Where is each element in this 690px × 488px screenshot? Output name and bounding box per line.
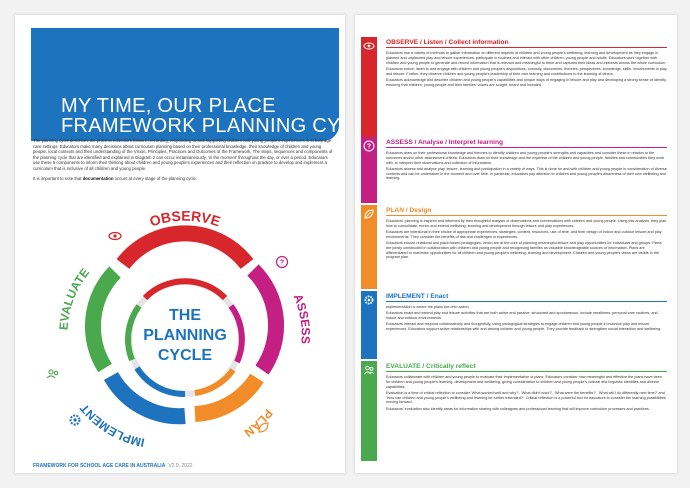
inner-ring-plan [194,368,236,396]
observe-eye-icon [108,231,122,241]
section-assess: ? ASSESS / Analyse / Interpret learning … [361,137,671,203]
intro-text: The planning cycle describes the process… [33,138,333,185]
inner-ring-observe [142,278,228,301]
section-observe-rule [386,47,667,48]
section-evaluate-rule [386,371,667,372]
cycle-center-line3: CYCLE [158,347,213,364]
section-observe-heading: OBSERVE / Listen / Collect information [386,39,509,46]
section-plan-heading: PLAN / Design [386,207,432,214]
right-page: OBSERVE / Listen / Collect information E… [355,15,677,473]
section-observe-paragraph: Educators acknowledge and describe child… [386,77,667,87]
section-observe-paragraph: Educators use a variety of methods to ga… [386,51,667,65]
eye-icon [363,42,375,50]
intro-note-bold: documentation [82,175,114,181]
section-plan-bar [361,205,377,289]
evaluate-arc [84,266,121,373]
footer-title: FRAMEWORK FOR SCHOOL AGE CARE IN AUSTRAL… [33,463,166,469]
section-evaluate: EVALUATE / Critically reflect Educators … [361,361,671,461]
implement-arc [104,371,186,425]
svg-text:?: ? [280,260,284,267]
page-title-line1: MY TIME, OUR PLACE [61,95,276,117]
stage-label-plan: PLAN [242,406,276,439]
section-evaluate-bar [361,361,377,461]
section-observe-bar [361,37,377,137]
section-assess-rule [386,147,667,148]
stage-label-observe: OBSERVE [148,208,223,230]
section-evaluate-paragraph: Evaluation is a time of critical reflect… [386,390,666,405]
section-plan-paragraph: Educators' planning is inspired and info… [386,219,667,228]
section-implement-body: Implementation is where the plans turn i… [386,305,667,333]
section-plan-paragraph: Educators are intentional in their choic… [386,230,662,239]
stage-label-assess: ASSESS [291,292,313,344]
assess-question-icon: ? [275,255,289,269]
inner-ring-evaluate [125,304,142,362]
page-title-line2: FRAMEWORK PLANNING CYCLE [61,115,345,137]
intro-paragraph: The planning cycle describes the process… [33,138,333,171]
left-page: MY TIME, OUR PLACE FRAMEWORK PLANNING CY… [15,15,345,473]
section-assess-paragraph: Educators assess and analyse play, leisu… [386,166,667,181]
section-implement-paragraph: Implementation is where the plans turn i… [386,305,470,309]
section-plan-body: Educators' planning is inspired and info… [386,219,667,262]
title-banner: MY TIME, OUR PLACE FRAMEWORK PLANNING CY… [31,28,345,141]
section-assess-paragraph: Educators draw on their professional kno… [386,151,665,165]
section-assess-body: Educators draw on their professional kno… [386,151,667,183]
leaf-icon [364,209,374,219]
intro-note-before: It is important to note that [33,175,83,181]
section-implement-paragraph: Educators interact and respond collabora… [386,322,662,331]
intro-note-after: occurs at every stage of the planning cy… [113,175,198,181]
svg-text:?: ? [367,144,371,151]
plan-leaf-icon [258,422,269,433]
stage-label-plan-text: PLAN [242,406,276,439]
section-plan-paragraph: Educators ensure relational and place-ba… [386,241,662,260]
planning-cycle-diagram: THE PLANNING CYCLE OBSERVE ASSESS PLAN I… [46,208,313,450]
section-implement-rule [386,301,667,302]
people-icon [364,365,374,375]
assess-arc [247,264,284,375]
section-implement-paragraph: Educators enact and extend play and leis… [386,311,658,320]
evaluate-people-icon [46,369,59,379]
observe-arc [116,225,254,270]
section-plan-rule [386,215,667,216]
section-evaluate-body: Educators collaborate with children and … [386,375,667,413]
section-observe-body: Educators use a variety of methods to ga… [386,51,667,89]
implement-gear-icon [69,414,81,426]
footer-version: V2.0, 2022 [168,463,193,469]
section-implement-heading: IMPLEMENT / Enact [386,293,449,300]
stage-label-assess-text: ASSESS [291,292,313,344]
section-assess-heading: ASSESS / Analyse / Interpret learning [386,139,504,146]
cycle-center-line1: THE [169,307,201,324]
inner-ring-implement [134,366,186,398]
section-assess-bar [361,137,377,203]
section-observe-paragraph: Educators notice, listen to and engage w… [386,66,667,76]
section-evaluate-heading: EVALUATE / Critically reflect [386,363,476,370]
gear-icon [364,295,374,305]
section-implement: IMPLEMENT / Enact Implementation is wher… [361,291,671,359]
section-implement-bar [361,291,377,359]
section-plan: PLAN / Design Educators' planning is ins… [361,205,671,289]
section-evaluate-paragraph: Educators' evaluation also identify area… [386,406,650,411]
intro-note: It is important to note that documentati… [33,176,333,182]
section-observe: OBSERVE / Listen / Collect information E… [361,37,671,137]
question-icon: ? [363,140,375,152]
inner-ring-assess [228,304,245,364]
cycle-center-line2: PLANNING [143,327,227,344]
page-footer: FRAMEWORK FOR SCHOOL AGE CARE IN AUSTRAL… [33,463,193,469]
stage-label-observe-text: OBSERVE [148,208,223,230]
plan-arc [194,373,264,422]
section-evaluate-paragraph: Educators collaborate with children and … [386,375,662,389]
